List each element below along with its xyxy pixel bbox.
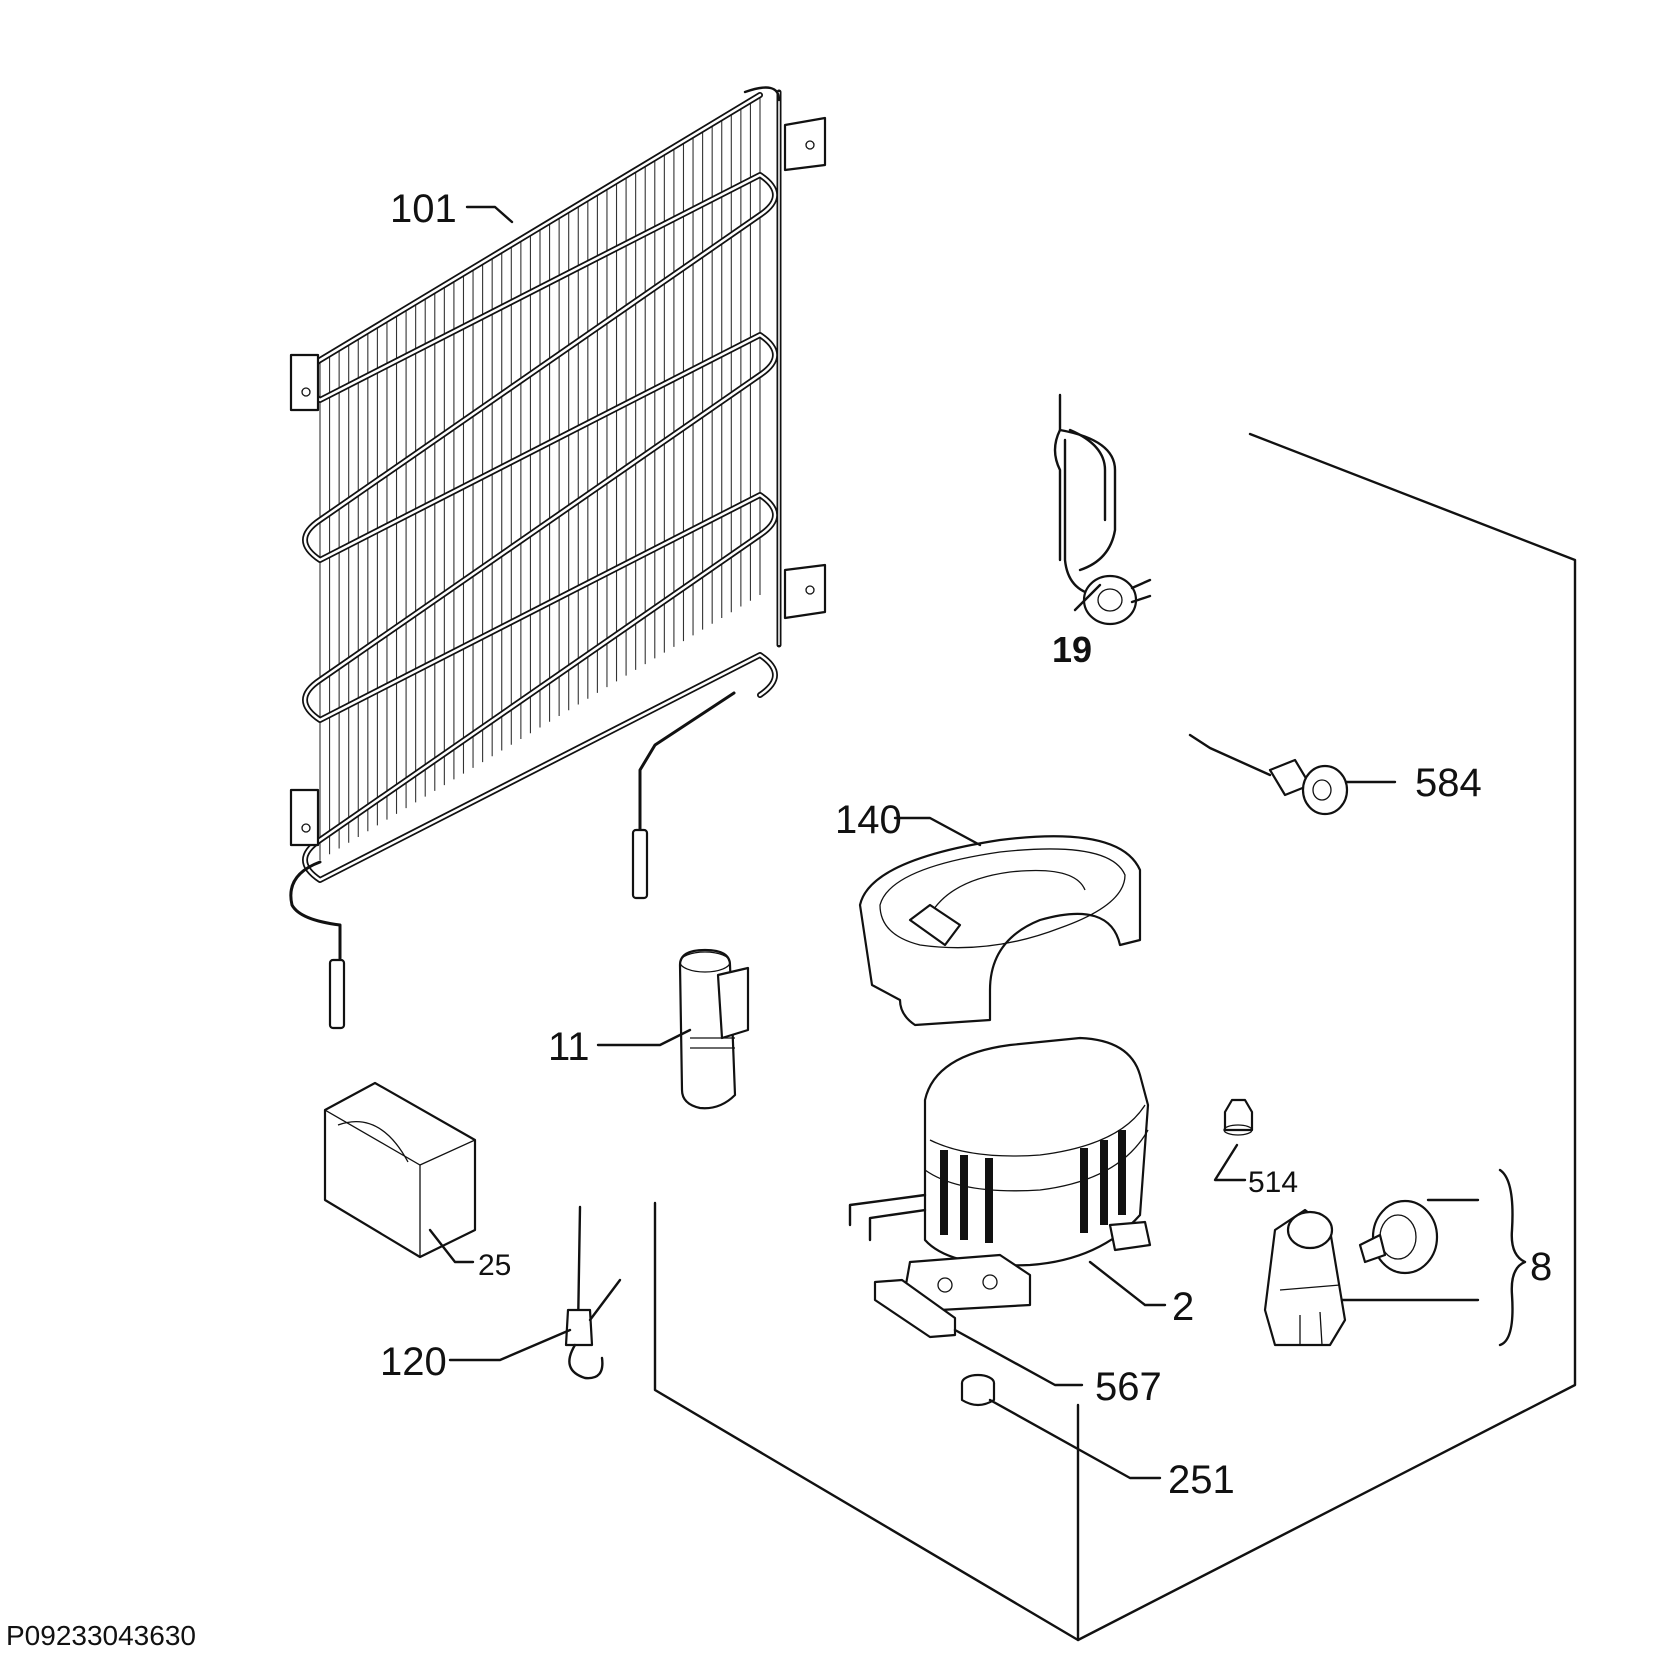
- callout-labels: 101 19 584 140 11 514 8 25 2 120 567 251: [380, 187, 1552, 1502]
- callout-25: 25: [478, 1249, 511, 1282]
- electrical-cover-icon: [323, 1081, 477, 1259]
- thermostat-sensor-icon: [1188, 733, 1349, 816]
- callout-19: 19: [1052, 629, 1092, 670]
- callout-2: 2: [1172, 1285, 1194, 1329]
- compressor-tray-icon: [858, 835, 1142, 1027]
- leader-lines: [428, 205, 1527, 1480]
- compressor-stripe: [940, 1150, 948, 1235]
- callout-514: 514: [1248, 1166, 1298, 1199]
- compressor-stripe: [960, 1155, 968, 1240]
- compressor-stripe: [1118, 1130, 1126, 1215]
- callout-567: 567: [1095, 1365, 1162, 1409]
- callout-101: 101: [390, 187, 457, 231]
- callout-140: 140: [835, 798, 902, 842]
- callout-584: 584: [1415, 761, 1482, 805]
- compressor-icon: [848, 1036, 1152, 1312]
- callout-11: 11: [548, 1025, 590, 1069]
- drawing-code: P09233043630: [6, 1620, 196, 1651]
- cabinet-outline: [653, 432, 1577, 1642]
- mounting-plate-icon: [873, 1278, 957, 1339]
- callout-251: 251: [1168, 1458, 1235, 1502]
- rubber-grommet-icon: [960, 1373, 996, 1407]
- condenser-coil-icon: [289, 86, 827, 1030]
- compressor-stripe: [1100, 1140, 1108, 1225]
- power-cable-icon: [1053, 393, 1152, 626]
- starter-relay-icon: [1263, 1199, 1439, 1347]
- compressor-stripe: [1080, 1148, 1088, 1233]
- capacitor-icon: [678, 948, 750, 1110]
- compressor-stripe: [985, 1158, 993, 1243]
- callout-120: 120: [380, 1340, 447, 1384]
- service-wire-icon: [564, 1205, 622, 1380]
- grommet-clip-icon: [1223, 1098, 1254, 1136]
- callout-8: 8: [1530, 1245, 1552, 1289]
- condenser-bracket: [289, 116, 827, 847]
